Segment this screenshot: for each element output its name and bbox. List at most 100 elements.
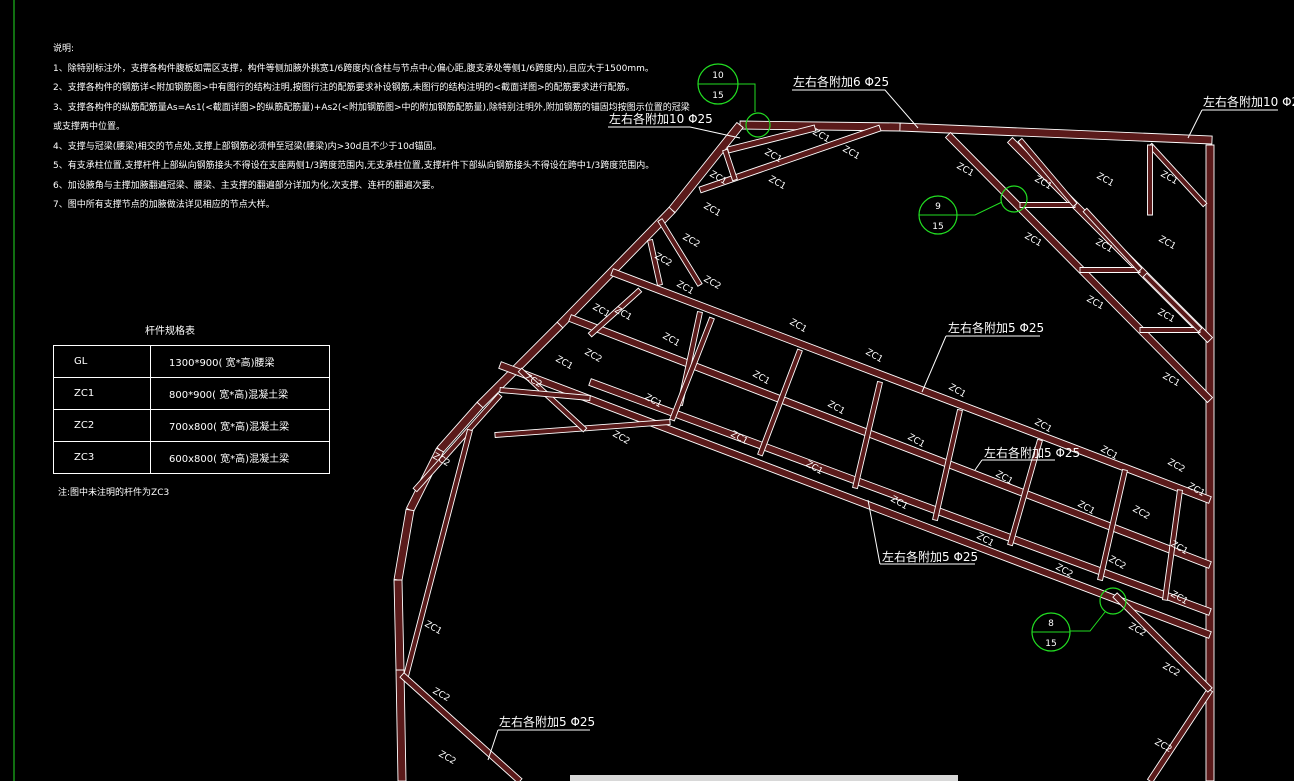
detail-10-sheet: 15: [712, 91, 723, 101]
member-beam: [698, 124, 882, 194]
member-beam: [1017, 137, 1078, 208]
note-item: 2、支撑各构件的钢筋详<附加钢筋图>中有图行的结构注明,按图行注的配筋要求补设钢…: [53, 83, 635, 93]
table-row: ZC3 600x800( 宽*高)混凝土梁: [53, 441, 330, 474]
annotation-top-6phi25: 左右各附加6 Φ25: [793, 74, 889, 89]
member-beam: [669, 316, 715, 422]
detail-8-number: 8: [1048, 619, 1054, 629]
member-spec: 600x800( 宽*高)混凝土梁: [150, 441, 330, 474]
member-beam: [1139, 327, 1201, 333]
spec-table-note: 注:图中未注明的杆件为ZC3: [58, 488, 170, 498]
member-beam: [852, 380, 883, 490]
member-label: ZC2: [1107, 554, 1128, 572]
detail-callout-10: 10 15: [697, 63, 771, 138]
annotation-left-10phi25: 左右各附加10 Φ25: [609, 111, 713, 126]
member-beam: [412, 392, 503, 493]
member-label: ZC1: [841, 144, 862, 162]
note-item: 1、除特别标注外，支撑各构件腹板如需区支撑，构件等侧加腋外挑宽1/6跨度内(含柱…: [53, 63, 654, 74]
member-label: ZC1: [729, 429, 750, 447]
note-item: 3、支撑各构件的纵筋配筋量As=As1(<截面详图>的纵筋配筋量)+As2(<附…: [53, 102, 690, 113]
annotation-group: [487, 89, 1278, 761]
note-item: 4、支撑与冠梁(腰梁)相交的节点处,支撑上部钢筋必须伸至冠梁(腰梁)内>30d且…: [53, 141, 442, 152]
member-beam: [657, 218, 703, 287]
member-label: ZC2: [437, 749, 458, 767]
detail-callout-8: 8 15: [1031, 587, 1127, 652]
member-beam: [1007, 438, 1043, 547]
member-beam: [1146, 687, 1214, 781]
member-label: ZC2: [1166, 457, 1187, 475]
member-beam: [1142, 272, 1203, 333]
horizontal-scrollbar[interactable]: [570, 775, 958, 781]
note-item: 5、有支承柱位置,支撑杆件上部纵向钢筋接头不得设在支座两侧1/3跨度范围内,无支…: [53, 161, 655, 171]
member-beam: [393, 579, 405, 671]
member-label: ZC2: [1131, 504, 1152, 522]
table-row: GL 1300*900( 宽*高)腰梁: [53, 345, 330, 378]
member-label: ZC1: [613, 305, 634, 323]
member-beam: [1082, 207, 1143, 273]
member-label: ZC2: [583, 347, 604, 365]
member-code: ZC2: [53, 409, 151, 442]
member-beam: [1162, 489, 1183, 601]
member-label: ZC1: [1085, 294, 1106, 312]
member-beam: [944, 131, 1214, 404]
member-beam: [1112, 592, 1213, 693]
member-label: ZC1: [804, 459, 825, 477]
member-beam: [1097, 468, 1128, 582]
member-label: ZC2: [1161, 661, 1182, 679]
member-label: ZC1: [661, 331, 682, 349]
detail-callout-9: 9 15: [918, 185, 1028, 235]
member-label: ZC2: [702, 274, 723, 292]
member-beam: [588, 378, 1212, 616]
annotation-mid-5phi25-c: 左右各附加5 Φ25: [882, 549, 978, 564]
member-beam: [1205, 144, 1215, 781]
member-code: GL: [53, 345, 151, 378]
general-notes: 说明: 1、除特别标注外，支撑各构件腹板如需区支撑，构件等侧加腋外挑宽1/6跨度…: [53, 40, 690, 216]
annotation-mid-5phi25-b: 左右各附加5 Φ25: [984, 445, 1080, 460]
member-beam: [757, 348, 803, 457]
member-label: ZC1: [1157, 234, 1178, 252]
member-label: ZC1: [864, 347, 885, 365]
member-label: ZC1: [702, 201, 723, 219]
member-label: ZC1: [423, 619, 444, 637]
detail-8-sheet: 15: [1045, 639, 1056, 649]
member-beam: [393, 508, 415, 582]
member-beam: [399, 672, 523, 781]
member-beam: [1019, 202, 1076, 208]
member-label: ZC1: [1023, 231, 1044, 249]
member-outlines: [393, 120, 1215, 781]
annotation-right-10phi25: 左右各附加10 Φ25: [1203, 94, 1294, 109]
member-label: ZC1: [1095, 171, 1116, 189]
member-label: ZC1: [1161, 371, 1182, 389]
note-item: 7、图中所有支撑节点的加腋做法详见相应的节点大样。: [53, 200, 275, 210]
member-label: ZC2: [681, 232, 702, 250]
member-label: ZC2: [611, 429, 632, 447]
member-beam: [610, 268, 1212, 504]
member-beam: [1147, 142, 1208, 208]
member-label: ZC1: [767, 174, 788, 192]
detail-9-number: 9: [935, 202, 941, 212]
member-beam: [568, 314, 1212, 569]
note-item: 6、加设腋角与主撑加腋翻遍冠梁、腰梁、主支撑的翻遍部分详加为化,次支撑、连杆的翻…: [53, 180, 440, 191]
member-beam: [395, 669, 407, 781]
member-beam: [1147, 144, 1153, 216]
member-spec-table: GL 1300*900( 宽*高)腰梁 ZC1 800*900( 宽*高)混凝土…: [53, 345, 330, 474]
detail-9-sheet: 15: [932, 222, 943, 232]
member-label: ZC1: [554, 354, 575, 372]
member-beam: [899, 122, 1213, 145]
member-beam: [647, 238, 663, 287]
member-label: ZC1: [788, 317, 809, 335]
member-label: ZC1: [751, 369, 772, 387]
member-beam: [436, 401, 484, 454]
table-row: ZC2 700x800( 宽*高)混凝土梁: [53, 409, 330, 442]
member-label: ZC1: [1156, 307, 1177, 325]
member-spec: 1300*900( 宽*高)腰梁: [150, 345, 330, 378]
notes-title: 说明:: [53, 44, 75, 54]
detail-10-number: 10: [712, 71, 724, 81]
member-beam: [1079, 267, 1141, 273]
note-item: 或支撑两中位置。: [53, 122, 126, 132]
spec-table-title: 杆件规格表: [145, 326, 195, 337]
member-beam: [587, 287, 643, 338]
member-beam: [498, 361, 1212, 639]
annotation-bottom-5phi25: 左右各附加5 Φ25: [499, 714, 595, 729]
table-row: ZC1 800*900( 宽*高)混凝土梁: [53, 377, 330, 410]
